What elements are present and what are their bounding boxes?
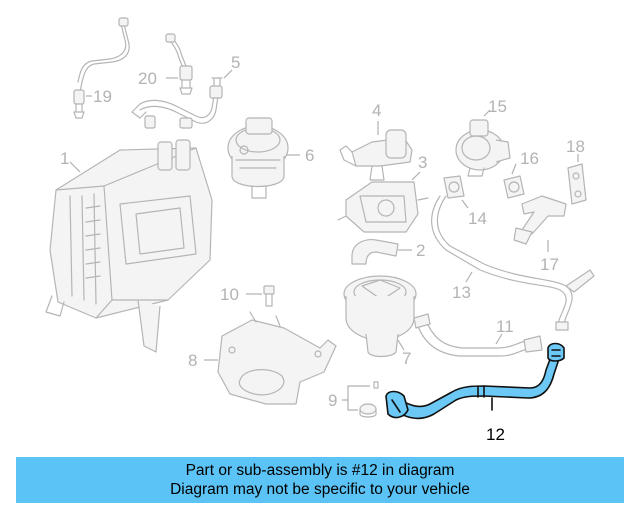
part-7-air-pump	[343, 275, 417, 358]
callout-13: 13	[452, 283, 471, 302]
leader-11	[495, 333, 503, 345]
part-15-valve	[455, 119, 511, 177]
leader-16	[511, 163, 517, 175]
info-banner: Part or sub-assembly is #12 in diagram D…	[16, 457, 624, 503]
parts-diagram: 19 20 5 6	[45, 17, 595, 444]
leader-9	[342, 385, 370, 411]
callout-6: 6	[305, 146, 314, 165]
banner-line-1: Part or sub-assembly is #12 in diagram	[185, 462, 455, 479]
part-8-bracket	[217, 311, 337, 405]
leader-14	[461, 199, 469, 209]
part-6-solenoid	[227, 117, 289, 199]
part-11-hose	[413, 313, 543, 357]
part-16-gasket	[503, 175, 525, 199]
callout-1: 1	[60, 149, 69, 168]
part-10-bolt	[263, 285, 275, 307]
part-18-gasket	[567, 163, 587, 205]
leader-15	[483, 109, 491, 117]
banner-line-2: Diagram may not be specific to your vehi…	[170, 481, 470, 498]
callout-18: 18	[566, 137, 585, 156]
callout-19: 19	[93, 87, 112, 106]
callout-15: 15	[488, 97, 507, 116]
part-9-fasteners	[359, 381, 379, 418]
callout-3: 3	[418, 153, 427, 172]
leader-13	[465, 271, 473, 283]
callout-20: 20	[138, 69, 157, 88]
callout-11: 11	[496, 317, 514, 336]
callout-12: 12	[486, 425, 505, 444]
part-2-hose-elbow	[351, 239, 399, 265]
callout-2: 2	[416, 241, 425, 260]
leader-1	[69, 161, 81, 173]
part-12-air-hose-highlighted[interactable]	[385, 342, 565, 420]
callout-9: 9	[328, 391, 337, 410]
callout-10: 10	[220, 285, 239, 304]
callout-5: 5	[231, 53, 240, 72]
leader-7	[397, 339, 405, 351]
part-1-charcoal-canister	[45, 139, 213, 353]
leader-3	[411, 171, 421, 181]
callout-8: 8	[188, 351, 197, 370]
part-4-check-valve	[339, 129, 413, 181]
part-5-sensor-harness	[131, 77, 223, 129]
part-3-valve-assembly	[337, 181, 429, 233]
callout-7: 7	[402, 349, 411, 368]
part-13-air-pipe	[431, 195, 595, 331]
callout-4: 4	[372, 101, 381, 120]
part-20-oxygen-sensor	[165, 33, 193, 95]
callout-17: 17	[540, 255, 559, 274]
part-17-pipe-elbow	[513, 195, 567, 245]
part-19-oxygen-sensor	[73, 17, 130, 119]
part-14-gasket	[443, 175, 465, 199]
callout-14: 14	[468, 209, 487, 228]
leader-5	[223, 69, 233, 79]
callout-16: 16	[520, 149, 539, 168]
